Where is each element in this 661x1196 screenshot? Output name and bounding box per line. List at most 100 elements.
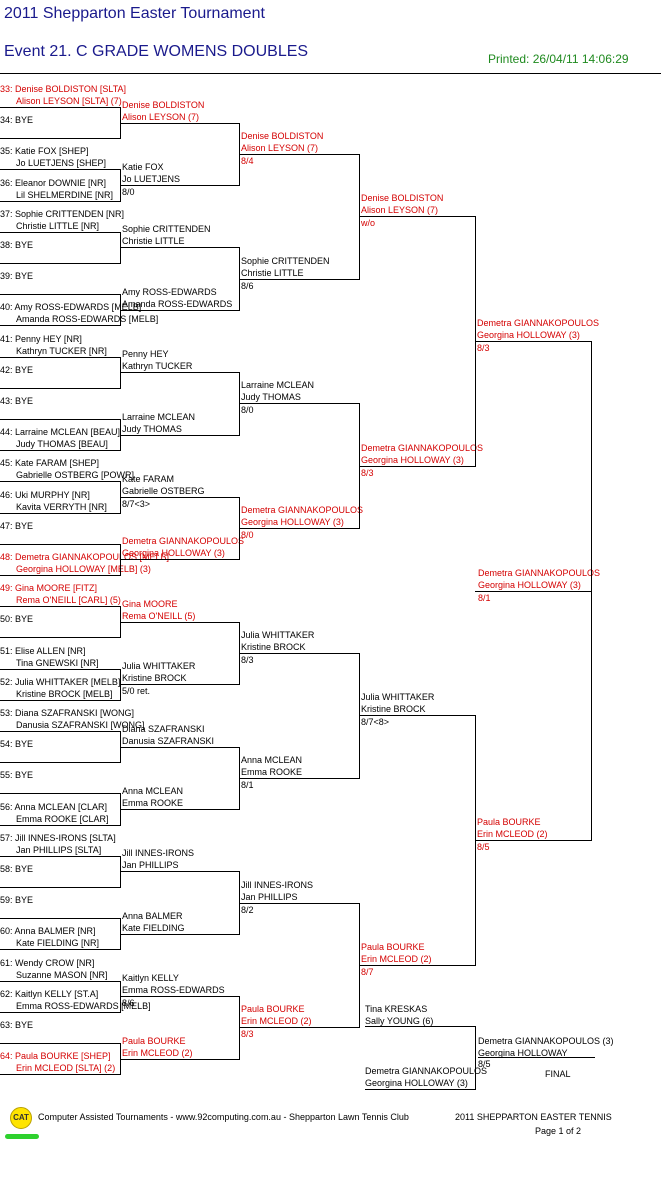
tournament-title: 2011 Shepparton Easter Tournament	[4, 5, 265, 22]
entry-48-player1: 48: Demetra GIANNAKOPOULOS [MELB]	[0, 552, 170, 562]
entry-line	[0, 637, 120, 639]
entry-35-player1: 35: Katie FOX [SHEP]	[0, 146, 89, 157]
round2-match-4-player1: Amy ROSS-EDWARDS	[122, 286, 217, 297]
final-side-a-player1: Tina KRESKAS	[365, 1004, 428, 1014]
round2-line	[120, 185, 240, 186]
round3-connector	[239, 996, 240, 1060]
entry-55-player1: 55: BYE	[0, 770, 34, 781]
footer-event: 2011 SHEPPARTON EASTER TENNIS	[455, 1112, 612, 1122]
entry-57-player2: Jan PHILLIPS [SLTA]	[16, 844, 102, 855]
round3-line	[239, 777, 359, 779]
round4-match-1-score: w/o	[361, 218, 376, 229]
round3-connector	[239, 746, 240, 810]
header-rule	[0, 73, 661, 74]
entry-line	[0, 1043, 120, 1044]
round2-match-12-player1: Anna MCLEAN	[122, 786, 184, 796]
round2-line	[120, 746, 240, 748]
final-winner-player2: Georgina HOLLOWAY	[478, 1048, 568, 1058]
entry-57-player1: 57: Jill INNES-IRONS [SLTA]	[0, 832, 116, 843]
round2-match-11-player1: Diana SZAFRANSKI	[122, 723, 205, 734]
round4-line	[359, 965, 475, 966]
entry-36-player1: 36: Eleanor DOWNIE [NR]	[0, 177, 107, 188]
entry-62-player2: Emma ROSS-EDWARDS [MELB]	[16, 1000, 151, 1011]
round2-line	[120, 559, 240, 561]
round4-connector	[359, 653, 360, 779]
entry-line	[0, 325, 120, 327]
entry-line	[0, 419, 120, 420]
round2-line	[120, 621, 240, 623]
round3-connector	[239, 621, 240, 686]
round3-match-2-score: 8/6	[241, 280, 254, 291]
round2-match-16-player2: Erin MCLEOD (2)	[122, 1047, 193, 1058]
round2-connector	[120, 419, 121, 452]
round3-match-6-score: 8/1	[241, 779, 254, 790]
round2-connector	[120, 1043, 121, 1076]
entry-line	[0, 387, 120, 389]
entry-58-player1: 58: BYE	[0, 864, 34, 874]
round2-match-8-player1: Demetra GIANNAKOPOULOS	[122, 536, 245, 547]
round3-match-1-player2: Alison LEYSON (7)	[241, 142, 319, 153]
round5-match-2-player2: Erin MCLEOD (2)	[477, 829, 548, 840]
round3-line	[239, 1027, 359, 1029]
round2-match-3-player2: Christie LITTLE	[122, 236, 185, 247]
round3-match-5-score: 8/3	[241, 655, 254, 665]
entry-60-player1: 60: Anna BALMER [NR]	[0, 926, 96, 937]
round2-line	[120, 809, 240, 810]
round3-match-3-score: 8/0	[241, 405, 254, 416]
entry-35-player2: Jo LUETJENS [SHEP]	[16, 158, 107, 169]
round2-match-2-score: 8/0	[122, 187, 135, 197]
entry-line	[0, 169, 120, 171]
printed-timestamp: Printed: 26/04/11 14:06:29	[488, 52, 629, 66]
round3-match-7-player1: Jill INNES-IRONS	[241, 879, 314, 890]
round3-connector	[239, 247, 240, 311]
entry-56-player1: 56: Anna MCLEAN [CLAR]	[0, 801, 108, 812]
round3-connector	[239, 871, 240, 935]
round2-line	[120, 497, 240, 498]
entry-56-player2: Emma ROOKE [CLAR]	[16, 813, 109, 824]
entry-line	[0, 356, 120, 358]
round2-match-10-score: 5/0 ret.	[122, 686, 151, 697]
round2-connector	[120, 107, 121, 140]
round3-match-7-player2: Jan PHILLIPS	[241, 891, 298, 902]
entry-64-player2: Erin MCLEOD [SLTA] (2)	[16, 1063, 116, 1074]
round4-match-2-score: 8/3	[361, 467, 374, 478]
final-side-b-player2: Georgina HOLLOWAY (3)	[365, 1078, 468, 1088]
entry-line	[0, 575, 120, 576]
round2-match-6-player1: Larraine MCLEAN	[122, 411, 196, 422]
entry-44-player2: Judy THOMAS [BEAU]	[16, 439, 108, 450]
final-side-a-player2: Sally YOUNG (6)	[365, 1016, 434, 1026]
entry-61-player2: Suzanne MASON [NR]	[16, 969, 108, 980]
round3-match-3-player1: Larraine MCLEAN	[241, 380, 315, 391]
round3-match-6-player2: Emma ROOKE	[241, 766, 303, 777]
entry-47-player1: 47: BYE	[0, 520, 34, 531]
entry-line	[0, 200, 120, 202]
footer-page: Page 1 of 2	[535, 1126, 582, 1136]
round4-line	[359, 216, 475, 218]
entry-line	[0, 824, 120, 826]
event-title: Event 21. C GRADE WOMENS DOUBLES	[4, 43, 309, 60]
entry-45-player1: 45: Kate FARAM [SHEP]	[0, 458, 100, 469]
round4-line	[359, 465, 475, 467]
final-score: 8/5	[478, 1059, 491, 1069]
entry-50-player1: 50: BYE	[0, 614, 34, 625]
round3-match-2-player1: Sophie CRITTENDEN	[241, 255, 330, 266]
entry-51-player1: 51: Elise ALLEN [NR]	[0, 645, 86, 656]
round2-connector	[120, 543, 121, 576]
round4-match-1-player2: Alison LEYSON (7)	[361, 205, 439, 216]
round2-match-3-player1: Sophie CRITTENDEN	[122, 224, 211, 235]
entry-line	[0, 138, 120, 140]
round3-match-6-player1: Anna MCLEAN	[241, 754, 303, 765]
round3-line	[239, 403, 359, 405]
entry-33-player2: Alison LEYSON [SLTA] (7)	[16, 96, 122, 106]
round3-line	[239, 653, 359, 654]
round2-match-9-player1: Gina MOORE	[122, 598, 178, 609]
entry-41-player1: 41: Penny HEY [NR]	[0, 333, 82, 344]
round2-line	[120, 684, 240, 686]
entry-53-player1: 53: Diana SZAFRANSKI [WONG]	[0, 708, 135, 718]
round4-match-4-player1: Paula BOURKE	[361, 942, 425, 952]
round4-match-2-player1: Demetra GIANNAKOPOULOS	[361, 442, 484, 453]
round2-connector	[120, 606, 121, 639]
entry-line	[0, 793, 120, 795]
round2-match-7-score: 8/7<3>	[122, 499, 151, 509]
round3-match-8-player1: Paula BOURKE	[241, 1004, 305, 1015]
